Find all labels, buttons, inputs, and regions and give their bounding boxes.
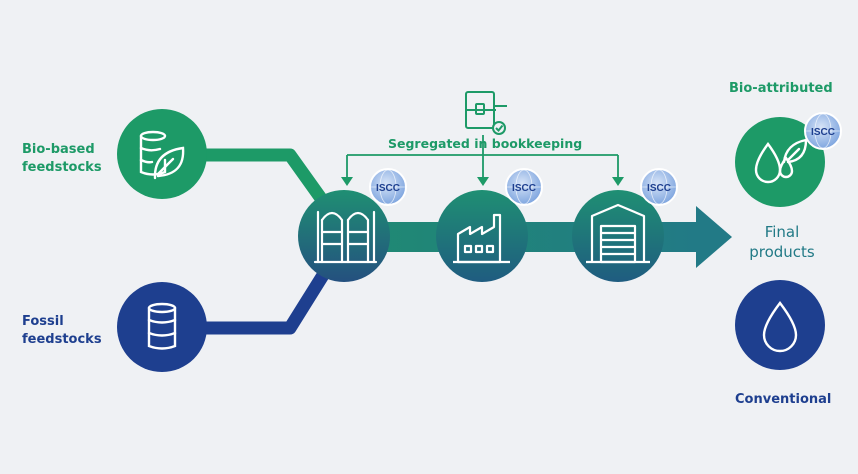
iscc-badge-text: ISCC bbox=[376, 183, 400, 194]
conventional-label: Conventional bbox=[735, 392, 832, 407]
warehouse-node bbox=[572, 190, 664, 282]
iscc-badge-bio-attributed: ISCC bbox=[804, 112, 842, 150]
barrel-leaf-icon bbox=[139, 130, 185, 180]
factory-icon bbox=[453, 213, 510, 264]
silo-icon bbox=[313, 210, 378, 264]
fossil-feedstock-node bbox=[117, 282, 207, 372]
iscc-badge-silo: ISCC bbox=[369, 168, 407, 206]
iscc-badge-text: ISCC bbox=[512, 183, 536, 194]
bio-attributed-node bbox=[735, 117, 825, 207]
drops-leaf-icon bbox=[754, 138, 808, 184]
segregated-label: Segregated in bookkeeping bbox=[388, 136, 583, 151]
drop-icon bbox=[762, 301, 798, 353]
output-arrow-head bbox=[696, 206, 732, 268]
conventional-node bbox=[735, 280, 825, 370]
bio-attributed-label: Bio-attributed bbox=[729, 81, 833, 96]
factory-node bbox=[436, 190, 528, 282]
final-products-label: Final products bbox=[749, 223, 815, 261]
ledger-check-icon bbox=[465, 91, 507, 135]
fossil-feedstocks-label: Fossil feedstocks bbox=[22, 314, 102, 347]
iscc-badge-warehouse: ISCC bbox=[640, 168, 678, 206]
barrel-icon bbox=[147, 302, 177, 350]
bio-feedstocks-label: Bio-based feedstocks bbox=[22, 142, 102, 175]
iscc-badge-text: ISCC bbox=[811, 127, 835, 138]
bio-feedstock-node bbox=[117, 109, 207, 199]
iscc-badge-factory: ISCC bbox=[505, 168, 543, 206]
silo-node bbox=[298, 190, 390, 282]
warehouse-icon bbox=[586, 203, 650, 264]
iscc-badge-text: ISCC bbox=[647, 183, 671, 194]
bookkeeping-bracket bbox=[341, 135, 624, 186]
